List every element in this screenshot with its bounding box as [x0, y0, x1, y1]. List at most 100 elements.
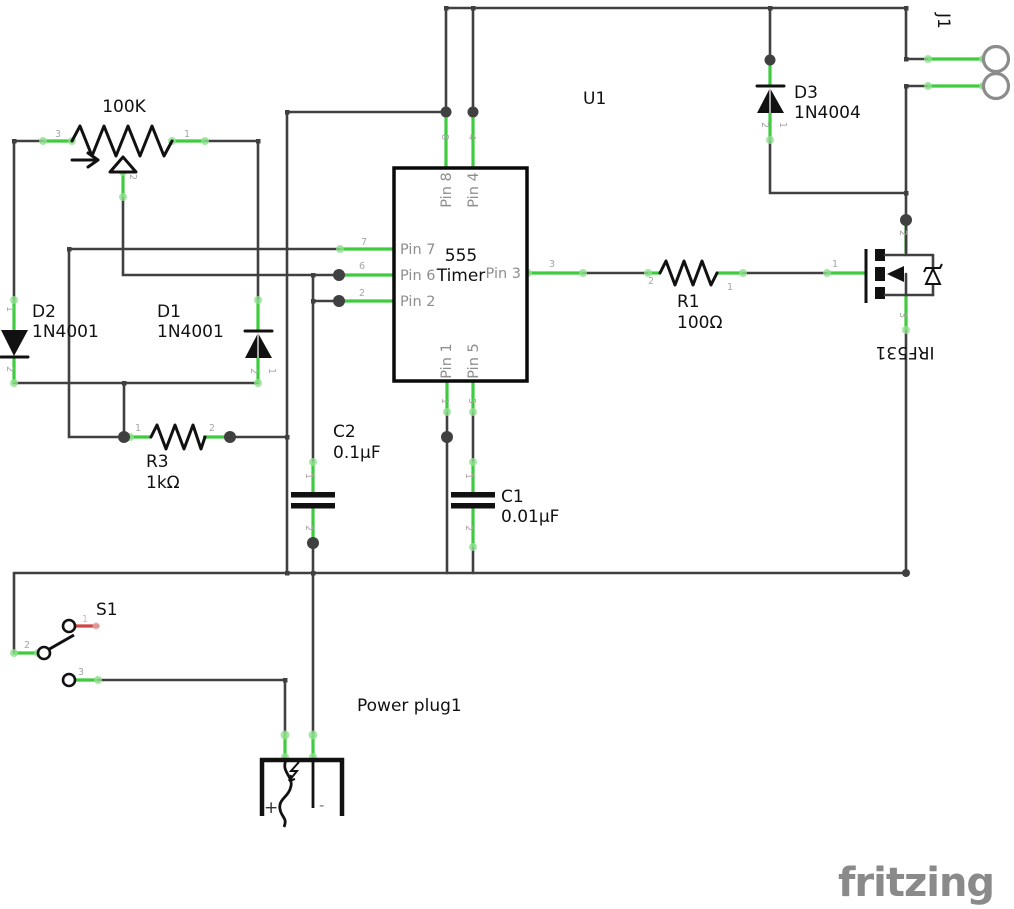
u1-lead4-number: 4: [466, 134, 477, 140]
lead-endpoints: [10, 55, 987, 761]
u1-pin3-label: Pin 3: [486, 266, 521, 282]
d3-ref-label[interactable]: D3: [794, 83, 818, 103]
s1-lever: [45, 633, 75, 653]
j1-terminal-2[interactable]: [981, 71, 1011, 101]
mosfet-irf531-symbol[interactable]: IRF531 2 1 3: [832, 220, 943, 362]
wire-j1-pin2[interactable]: [904, 84, 930, 195]
wire-d3-bottom[interactable]: [768, 138, 908, 222]
r3-value-label[interactable]: 1kΩ: [146, 473, 180, 493]
u1-pin2-label: Pin 2: [400, 294, 435, 310]
u1-pin6-label: Pin 6: [400, 268, 435, 284]
wiper-triangle: [108, 155, 138, 174]
u1-lead8-number: 8: [439, 134, 450, 140]
r1-pin2-number: 2: [648, 276, 654, 287]
power-plug-symbol[interactable]: + - Power plug1: [259, 696, 462, 828]
q1-source-number: 3: [897, 312, 908, 318]
plug-plus-label: +: [264, 798, 278, 818]
u1-pin1-label: Pin 1: [439, 343, 455, 378]
wire-wiper-pin6[interactable]: [121, 195, 341, 277]
s1-pin1-number: 1: [82, 614, 88, 625]
diode-d3-symbol[interactable]: D3 1N4004 2 1: [755, 83, 861, 128]
u1-pin7-label: Pin 7: [400, 242, 435, 258]
pot-pin1-number: 1: [184, 129, 190, 140]
u1-lead6-number: 6: [359, 261, 365, 272]
d2-ref-label[interactable]: D2: [32, 302, 56, 322]
r1-pin1-number: 1: [727, 282, 733, 293]
resistor-r1-symbol[interactable]: R1 100Ω 2 1: [648, 259, 733, 333]
c2-pin2-number: 2: [303, 525, 314, 531]
u1-pin4-label: Pin 4: [466, 172, 482, 207]
drain-source-bars: [883, 253, 935, 297]
j1-terminal-1[interactable]: [981, 44, 1011, 74]
d3-value-label[interactable]: 1N4004: [794, 103, 861, 123]
u1-ref-label[interactable]: U1: [583, 89, 606, 109]
u1-pin8-label: Pin 8: [439, 172, 455, 207]
q1-gate-number: 1: [832, 259, 838, 270]
ic-555-timer[interactable]: 555 Timer Pin 8 Pin 4 Pin 7 Pin 6 Pin 2 …: [359, 89, 606, 404]
connector-j1-symbol[interactable]: J1: [933, 12, 1011, 101]
c2-value-label[interactable]: 0.1µF: [333, 443, 381, 463]
d1-ref-label[interactable]: D1: [157, 302, 181, 322]
d3-pin1-number: 1: [777, 122, 788, 128]
capacitor-c1-symbol[interactable]: C1 0.01µF 1 2: [451, 473, 559, 531]
lightning-icon: [288, 761, 300, 782]
d1-pin2-number: 2: [248, 368, 259, 374]
q1-drain-number: 2: [897, 230, 908, 236]
u1-pin5-label: Pin 5: [466, 343, 482, 378]
u1-lead7-number: 7: [361, 237, 367, 248]
d2-value-label[interactable]: 1N4001: [32, 322, 99, 342]
diode-d2-symbol[interactable]: D2 1N4001 1 2: [0, 302, 99, 372]
resistor-r3-symbol[interactable]: R3 1kΩ 1 2: [135, 423, 215, 493]
c1-pin2-number: 2: [463, 525, 474, 531]
fritzing-logo: fritzing: [838, 860, 994, 906]
s1-pin2-terminal: [36, 645, 52, 661]
c1-pin1-number: 1: [463, 473, 474, 479]
wire-pot3-left[interactable]: [12, 139, 45, 302]
wire-s1-to-plug[interactable]: [96, 678, 287, 735]
body-diode-zener-bar: [923, 263, 943, 273]
wire-j1-pin1[interactable]: [904, 6, 930, 61]
wires: [12, 6, 930, 735]
plug-outline: [259, 757, 345, 816]
plug-spring-contact: [278, 759, 293, 828]
q1-ref-label[interactable]: IRF531: [875, 342, 934, 362]
s1-ref-label[interactable]: S1: [96, 600, 118, 620]
u1-line1-label: 555: [445, 246, 477, 266]
r3-ref-label[interactable]: R3: [146, 452, 169, 472]
r3-pin2-number: 2: [209, 423, 215, 434]
u1-line2-label: Timer: [436, 266, 486, 286]
u1-lead3-number: 3: [549, 259, 555, 270]
c2-pin1-number: 1: [303, 473, 314, 479]
potentiometer-symbol[interactable]: 100K 3 1 2: [55, 97, 190, 180]
adjust-arrow-icon: [70, 151, 100, 169]
s1-red-endpoint: [92, 622, 100, 630]
diode-d1-symbol[interactable]: D1 1N4001 2 1: [157, 302, 277, 374]
c1-value-label[interactable]: 0.01µF: [501, 507, 559, 527]
capacitor-c2-symbol[interactable]: C2 0.1µF 1 2: [291, 422, 381, 531]
junction-dots: [118, 54, 912, 577]
r3-pin1-number: 1: [135, 423, 141, 434]
wire-pin7-run[interactable]: [67, 247, 342, 439]
pot-pin2-number: 2: [127, 174, 138, 180]
r1-ref-label[interactable]: R1: [677, 292, 700, 312]
s1-pin2-number: 2: [24, 640, 30, 651]
s1-pin3-terminal: [61, 672, 77, 688]
pot-value-label[interactable]: 100K: [102, 97, 146, 117]
u1-lead2-number: 2: [359, 288, 365, 299]
plug-minus-label: -: [319, 796, 324, 814]
d1-value-label[interactable]: 1N4001: [157, 322, 224, 342]
d1-pin1-number: 1: [266, 368, 277, 374]
d3-pin2-number: 2: [759, 122, 770, 128]
r1-value-label[interactable]: 100Ω: [677, 313, 722, 333]
body-diode-triangle: [924, 266, 942, 285]
plug-ref-label[interactable]: Power plug1: [357, 696, 462, 716]
c2-ref-label[interactable]: C2: [333, 422, 356, 442]
pot-pin3-number: 3: [55, 129, 61, 140]
ic-body[interactable]: [392, 166, 529, 383]
j1-ref-label[interactable]: J1: [933, 12, 953, 29]
switch-s1-symbol[interactable]: S1 1 2 3: [24, 600, 118, 688]
c1-ref-label[interactable]: C1: [501, 487, 524, 507]
s1-pin1-terminal: [61, 618, 77, 634]
